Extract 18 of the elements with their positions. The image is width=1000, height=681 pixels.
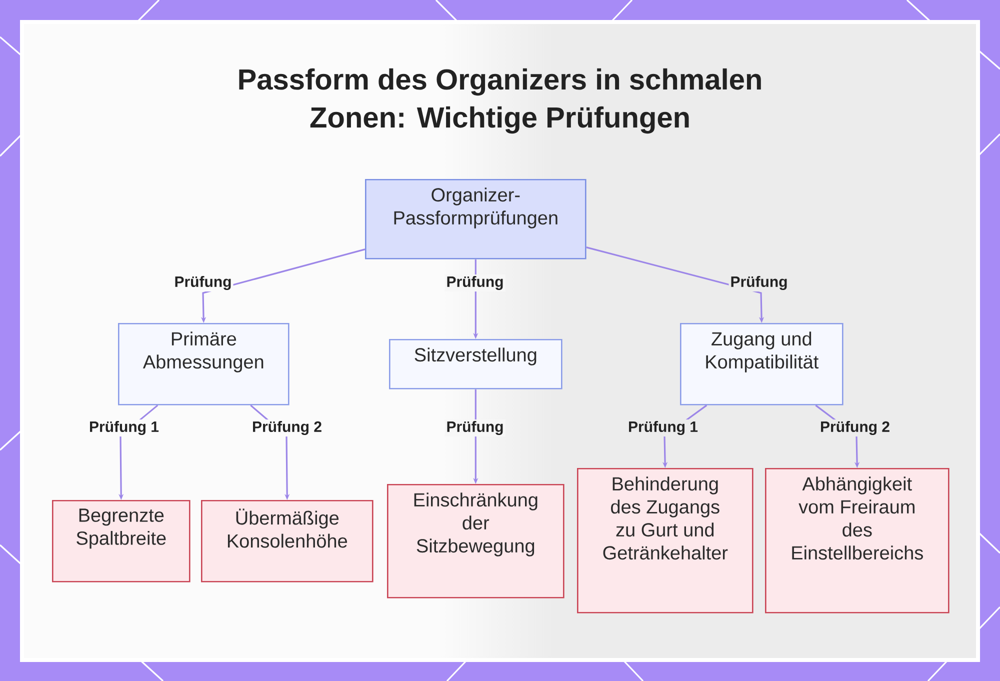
edge-label: Prüfung 1 (88, 419, 160, 437)
leaf-box: Abhängigkeit vom Freiraum des Einstellbereichs (765, 468, 950, 614)
edge-label: Prüfung 2 (818, 419, 892, 437)
edge-label: Prüfung (444, 274, 506, 292)
edge-label: Prüfung (444, 419, 506, 437)
root-box: Organizer-Passformprüfungen (365, 179, 586, 260)
leaf-box: Übermäßige Konsolenhöhe (201, 500, 374, 582)
leaf-box: Behinderung des Zugangs zu Gurt und Getränkehalter (577, 468, 754, 614)
edge-label: Prüfung 2 (250, 419, 324, 437)
leaf-box: Einschränkung der Sitzbewegung (387, 484, 564, 598)
branch-box: Sitzverstellung (389, 339, 562, 390)
edge-label: Prüfung (728, 274, 790, 292)
title: Passform des Organizers in schmalen Zonen: Wichtige Prüfungen (239, 68, 761, 134)
edge-label: Prüfung 1 (626, 419, 700, 437)
leaf-box: Begrenzte Spaltbreite (52, 500, 190, 582)
edge-label: Prüfung (172, 274, 234, 292)
branch-box: Primäre Abmessungen (118, 323, 290, 406)
branch-box: Zugang und Kompatibilität (680, 323, 844, 406)
